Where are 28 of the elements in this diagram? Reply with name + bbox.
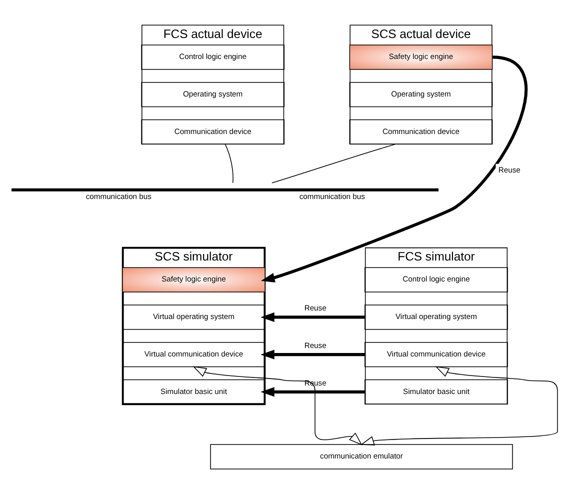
node-box: communication emulator (210, 444, 513, 470)
connector (272, 144, 396, 184)
node-box: Operating system (141, 82, 284, 108)
arrow (192, 366, 362, 446)
edge-label: Reuse (304, 304, 326, 313)
node-box: Operating system (349, 82, 493, 108)
arrow (360, 366, 558, 446)
edge-label: Reuse (498, 166, 520, 175)
node-label: communication bus (86, 192, 152, 202)
node-box: Virtual operating system (364, 304, 508, 330)
node-box: Virtual operating system (122, 304, 266, 330)
node-box: Virtual communication device (122, 342, 266, 368)
node-box: Control logic engine (364, 267, 508, 292)
arrow (260, 387, 365, 397)
node-box: Communication device (141, 119, 284, 144)
node-box: Control logic engine (141, 44, 284, 70)
node-box: Safety logic engine (349, 44, 493, 70)
edge-label: Reuse (304, 341, 326, 350)
node-box: Virtual communication device (364, 342, 508, 368)
node-box: Safety logic engine (122, 267, 266, 292)
node-box: Communication device (349, 119, 493, 144)
node-bar (12, 188, 439, 192)
node-label: communication bus (299, 192, 365, 202)
arrow (260, 312, 365, 322)
arrow (260, 350, 365, 360)
arrow (260, 56, 528, 282)
connector (224, 144, 234, 184)
node-box: Simulator basic unit (364, 379, 508, 405)
